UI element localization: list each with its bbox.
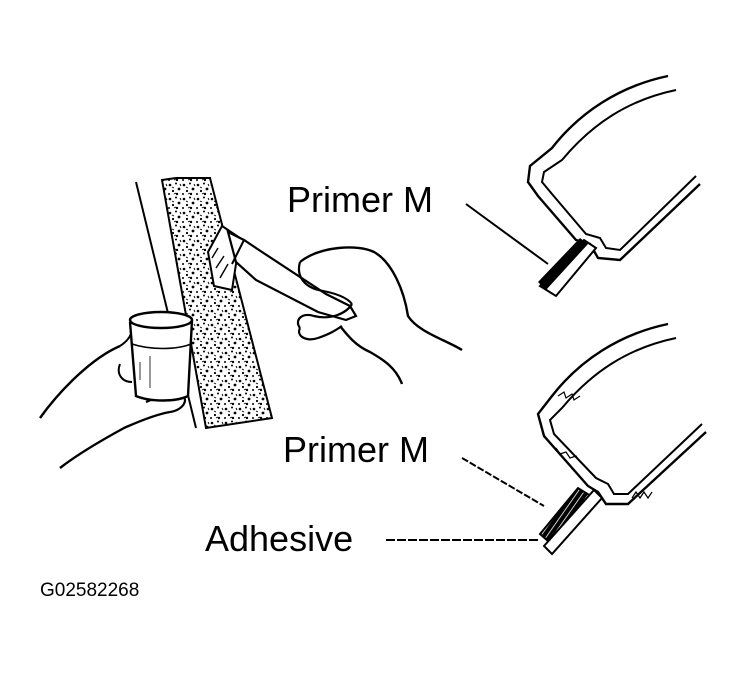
primer-label-top: Primer M: [287, 179, 433, 220]
adhesive-label: Adhesive: [205, 518, 354, 559]
figure-code: G02582268: [40, 580, 140, 601]
brush-icon: [206, 224, 358, 322]
primer-label-bottom: Primer M: [283, 429, 429, 470]
section-top: [526, 74, 701, 298]
leader-primer-top: [465, 203, 549, 265]
leader-primer-bottom: [461, 457, 545, 507]
right-hand: [296, 246, 463, 385]
cup-icon: [128, 310, 194, 402]
section-bottom: [536, 322, 707, 556]
